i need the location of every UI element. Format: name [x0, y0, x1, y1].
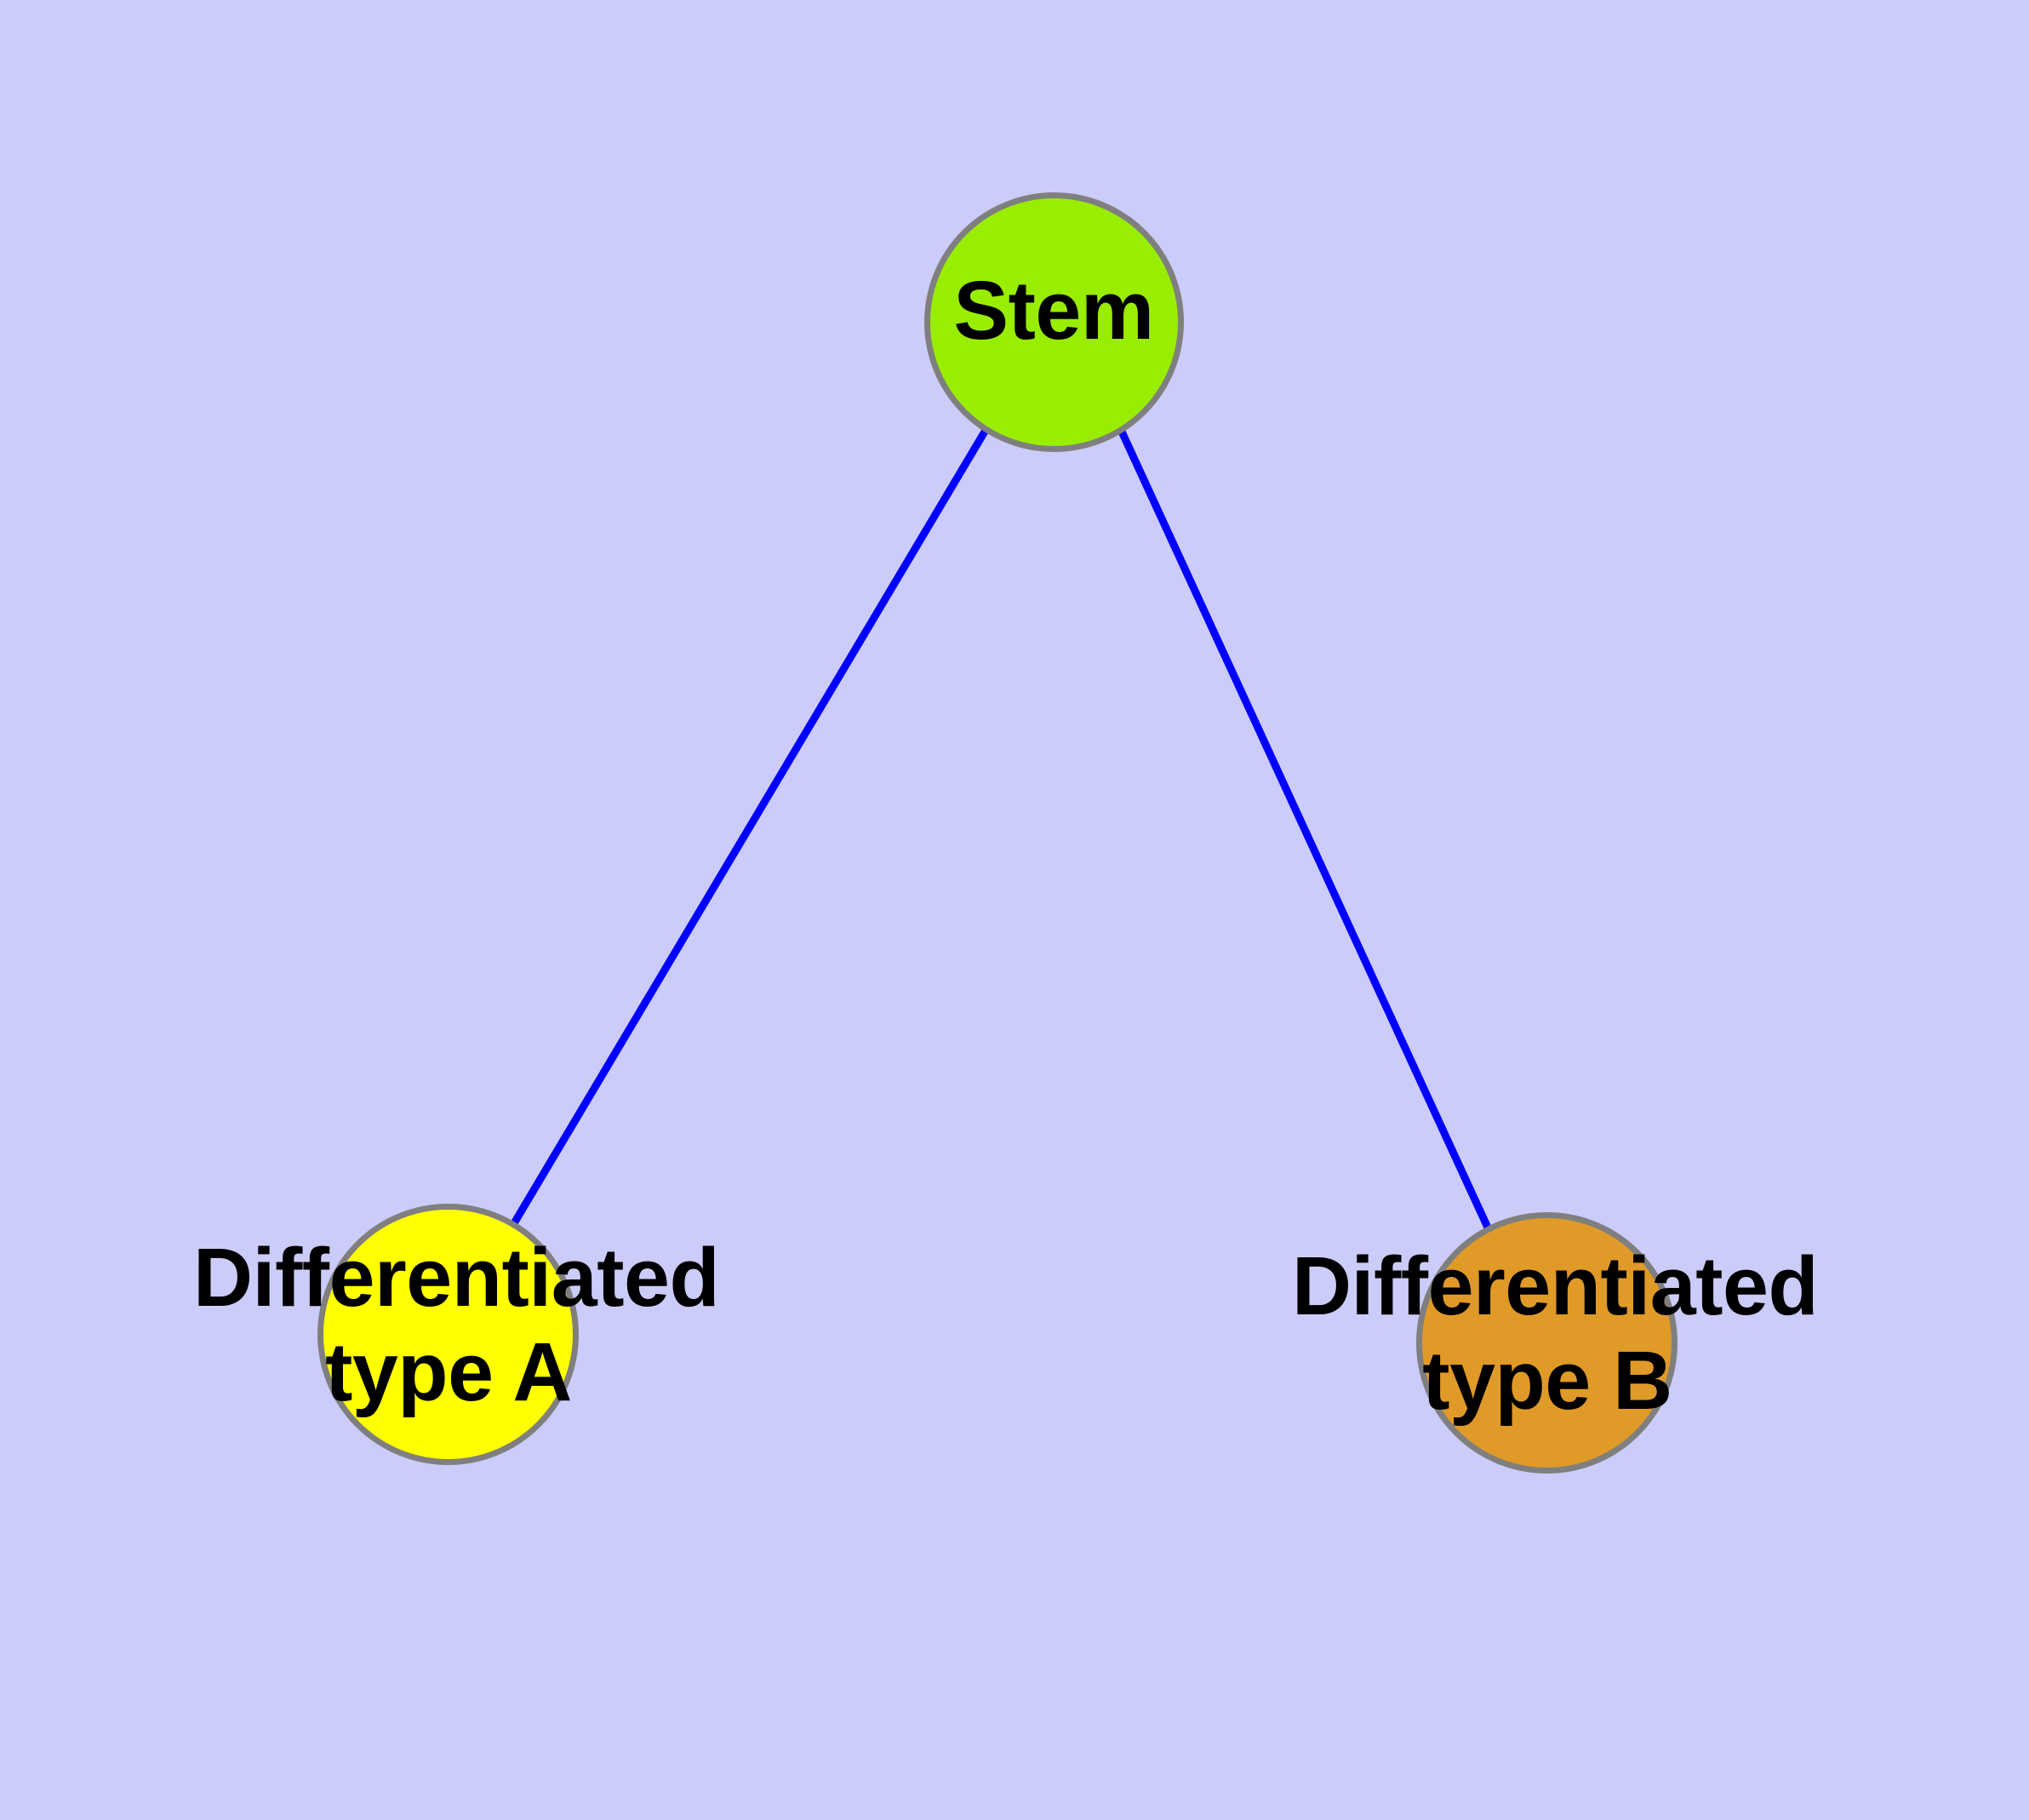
edge-stem-to-type-a: [511, 429, 988, 1226]
edge-stem-to-type-b: [1117, 430, 1492, 1229]
node-stem[interactable]: [924, 192, 1184, 452]
node-differentiated-type-b[interactable]: [1416, 1212, 1677, 1474]
node-differentiated-type-a[interactable]: [317, 1204, 579, 1465]
